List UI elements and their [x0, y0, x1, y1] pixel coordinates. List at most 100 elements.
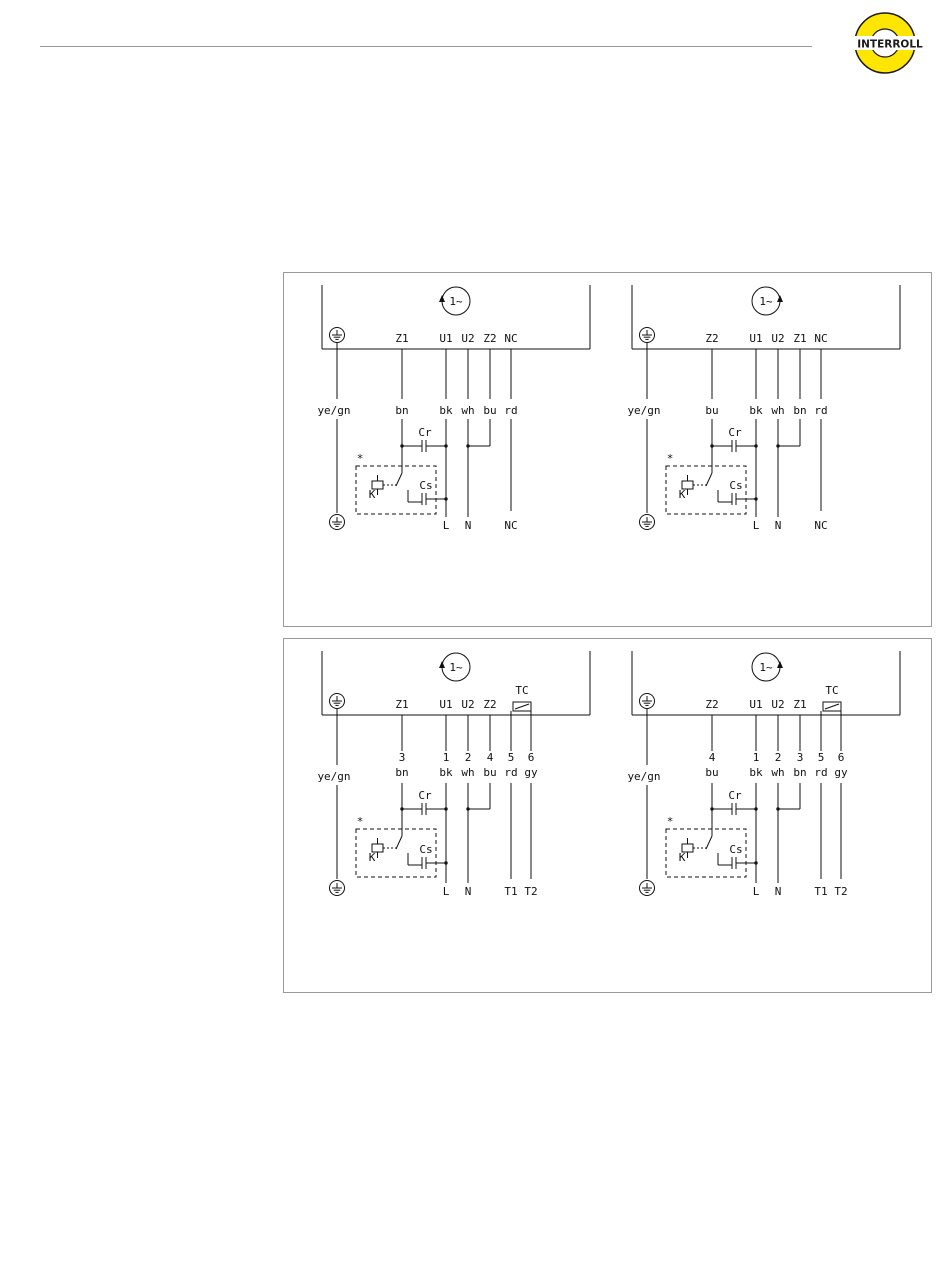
run-capacitor: Cr	[402, 426, 446, 452]
wire-color-label: bn	[793, 404, 806, 417]
output-label: T2	[834, 885, 847, 898]
wire-color-label: rd	[504, 404, 517, 417]
run-capacitor-label: Cr	[728, 789, 742, 802]
wire-number: 2	[775, 751, 782, 764]
earth-wire-label: ye/gn	[627, 404, 660, 417]
output-label: NC	[504, 519, 517, 532]
earth-symbol	[640, 881, 655, 896]
wire-number: 6	[528, 751, 535, 764]
terminal-label: U1	[749, 332, 762, 345]
interroll-logo: INTERROLL	[840, 10, 940, 78]
start-relay-group: *KCs	[356, 446, 446, 514]
start-relay-group: *KCs	[356, 809, 446, 877]
relay-label: K	[369, 488, 376, 501]
terminal-label: Z1	[395, 332, 408, 345]
wire-number: 3	[797, 751, 804, 764]
wire-color-label: wh	[771, 404, 784, 417]
output-label: N	[775, 885, 782, 898]
output-label: T1	[814, 885, 827, 898]
junction-dot	[444, 497, 447, 500]
wire-number: 4	[709, 751, 716, 764]
wire-number: 6	[838, 751, 845, 764]
output-label: N	[465, 885, 472, 898]
thermal-contact-switch	[825, 704, 839, 709]
earth-wire-label: ye/gn	[317, 404, 350, 417]
relay-switch-blade	[706, 473, 712, 486]
thermal-contact-switch	[515, 704, 529, 709]
terminal-label: Z2	[705, 698, 718, 711]
junction-dot	[466, 444, 469, 447]
asterisk-note: *	[357, 452, 364, 465]
start-capacitor-label: Cs	[419, 843, 432, 856]
rotation-counterclockwise-icon: 1~	[439, 287, 470, 315]
junction-dot	[776, 807, 779, 810]
wire-color-label: bn	[395, 404, 408, 417]
wire-color-label: rd	[504, 766, 517, 779]
relay-label: K	[679, 851, 686, 864]
wire-color-label: bu	[483, 766, 496, 779]
thermal-contact-label: TC	[515, 684, 528, 697]
output-label: L	[443, 885, 450, 898]
wire-color-label: wh	[461, 404, 474, 417]
motor-phase-label: 1~	[449, 661, 463, 674]
asterisk-note: *	[667, 815, 674, 828]
run-capacitor: Cr	[402, 789, 446, 815]
wire-color-label: bk	[439, 404, 453, 417]
wire-color-label: bu	[705, 766, 718, 779]
logo-text: INTERROLL	[857, 39, 923, 51]
terminal-label: Z2	[483, 698, 496, 711]
relay-switch-blade	[396, 473, 402, 486]
wire-number: 1	[753, 751, 760, 764]
wire-color-label: wh	[461, 766, 474, 779]
earth-symbol	[330, 515, 345, 530]
asterisk-note: *	[667, 452, 674, 465]
junction-dot	[444, 861, 447, 864]
terminal-label: Z1	[793, 332, 806, 345]
earth-wire-label: ye/gn	[627, 770, 660, 783]
wire-number: 3	[399, 751, 406, 764]
output-label: NC	[814, 519, 827, 532]
output-label: T1	[504, 885, 517, 898]
run-capacitor-label: Cr	[728, 426, 742, 439]
rotation-arrowhead	[439, 295, 445, 302]
rotation-arrowhead	[777, 295, 783, 302]
terminal-label: U2	[771, 698, 784, 711]
run-capacitor-label: Cr	[418, 789, 432, 802]
terminal-label: U1	[439, 332, 452, 345]
run-capacitor: Cr	[712, 789, 756, 815]
output-label: N	[775, 519, 782, 532]
earth-symbol	[330, 694, 345, 709]
terminal-label: Z2	[705, 332, 718, 345]
logo-graphic: INTERROLL	[840, 10, 940, 78]
junction-dot	[754, 807, 757, 810]
wire-color-label: bn	[793, 766, 806, 779]
junction-dot	[466, 807, 469, 810]
earth-symbol	[330, 881, 345, 896]
earth-symbol	[640, 515, 655, 530]
rotation-counterclockwise-icon: 1~	[439, 653, 470, 681]
start-relay-group: *KCs	[666, 809, 756, 877]
terminal-label: NC	[814, 332, 827, 345]
wire-color-label: gy	[834, 766, 848, 779]
wire-color-label: wh	[771, 766, 784, 779]
wire-number: 5	[818, 751, 825, 764]
wire-color-label: bk	[439, 766, 453, 779]
terminal-label: U1	[439, 698, 452, 711]
wire-color-label: bk	[749, 766, 763, 779]
motor-phase-label: 1~	[759, 295, 773, 308]
wire-color-label: bk	[749, 404, 763, 417]
output-label: L	[753, 885, 760, 898]
terminal-label: NC	[504, 332, 517, 345]
thermal-contact-symbol: TC	[821, 684, 841, 733]
terminal-label: U2	[771, 332, 784, 345]
terminal-label: U1	[749, 698, 762, 711]
earth-wire-label: ye/gn	[317, 770, 350, 783]
junction-dot	[776, 444, 779, 447]
wire-number: 2	[465, 751, 472, 764]
rotation-clockwise-icon: 1~	[752, 287, 783, 315]
